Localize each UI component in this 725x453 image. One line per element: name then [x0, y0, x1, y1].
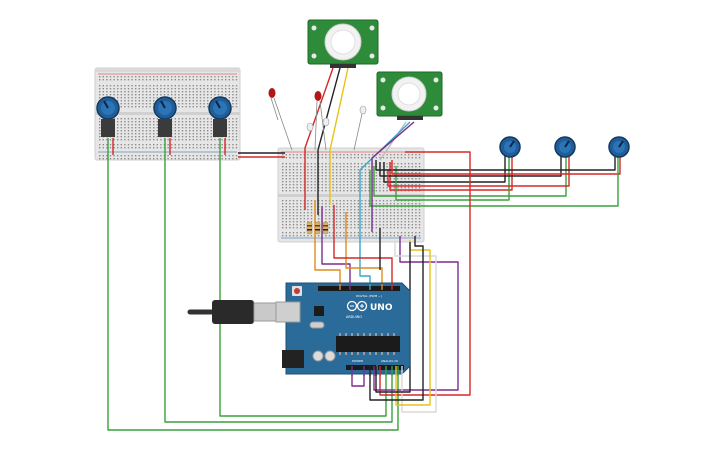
led-clear[interactable] [306, 122, 314, 132]
potentiometer-knob[interactable] [499, 136, 521, 158]
analog-header [378, 365, 404, 370]
wire-purple-right-loop [373, 236, 459, 391]
wire-purple-pir2 [371, 121, 415, 232]
resistor[interactable] [322, 221, 329, 235]
wire-black-rpot1 [383, 155, 506, 183]
uno-label: UNO [370, 303, 393, 313]
wire-red-right-loop [379, 151, 471, 396]
potentiometer-knob[interactable] [96, 96, 120, 137]
brand-label: ARDUINO [346, 315, 362, 319]
potentiometer-knob[interactable] [554, 136, 576, 158]
main-breadboard[interactable] [277, 147, 425, 243]
potentiometer-knob[interactable] [608, 136, 630, 158]
arduino-logo [346, 300, 368, 312]
analog-header-label: ANALOG IN [381, 359, 398, 363]
wire-purple-d2 [321, 206, 351, 284]
atmega-chip [336, 336, 400, 352]
wire-red-d5 [333, 205, 393, 284]
wires [107, 67, 621, 431]
wire-black-pir1 [317, 67, 341, 215]
wire-red-rpot3 [391, 155, 621, 175]
led-red[interactable] [268, 88, 293, 151]
led-red[interactable] [314, 91, 327, 151]
potentiometer-knob[interactable] [153, 96, 177, 137]
pir-sensor-right[interactable] [376, 71, 443, 120]
power-jack [282, 350, 304, 368]
wire-black-rpot3 [375, 155, 616, 171]
wire-black-right-loop [369, 236, 424, 401]
arduino-uno-board[interactable]: UNO ARDUINO DIGITAL (PWM ~) POWER ANALOG… [275, 282, 411, 375]
power-header [346, 365, 376, 370]
digital-header [318, 286, 400, 291]
usb-port [275, 301, 301, 323]
power-header-label: POWER [352, 359, 363, 363]
wire-cyan-d3 [359, 238, 371, 284]
wire-green-rpot1 [395, 155, 510, 201]
led-clear[interactable] [322, 117, 330, 127]
resistor[interactable] [306, 221, 313, 235]
wire-yellow-pir1 [329, 67, 349, 205]
led-clear[interactable] [353, 105, 367, 151]
usb-cable[interactable] [187, 300, 277, 324]
wire-white-pir2 [379, 121, 407, 161]
wire-red-pir1 [304, 67, 334, 210]
wire-orange-d1 [314, 200, 341, 284]
wire-cyan-pir2 [359, 121, 411, 238]
wire-green-pot2 [164, 138, 393, 423]
wire-purple-arduino-loop [351, 375, 365, 387]
digital-header-label: DIGITAL (PWM ~) [356, 294, 382, 298]
wire-orange-d4 [345, 212, 383, 284]
potentiometer-knob[interactable] [208, 96, 232, 137]
resistor[interactable] [314, 221, 321, 235]
wire-white-right-loop [394, 240, 437, 413]
left-potentiometers [96, 96, 232, 137]
resistors [306, 221, 329, 235]
header-wire-ends [339, 284, 403, 376]
leds [268, 88, 367, 151]
wire-green-rpot3 [369, 155, 619, 207]
right-potentiometers [499, 136, 630, 158]
wire-green-pot1 [107, 138, 399, 431]
pir-sensor-top[interactable] [307, 19, 379, 68]
